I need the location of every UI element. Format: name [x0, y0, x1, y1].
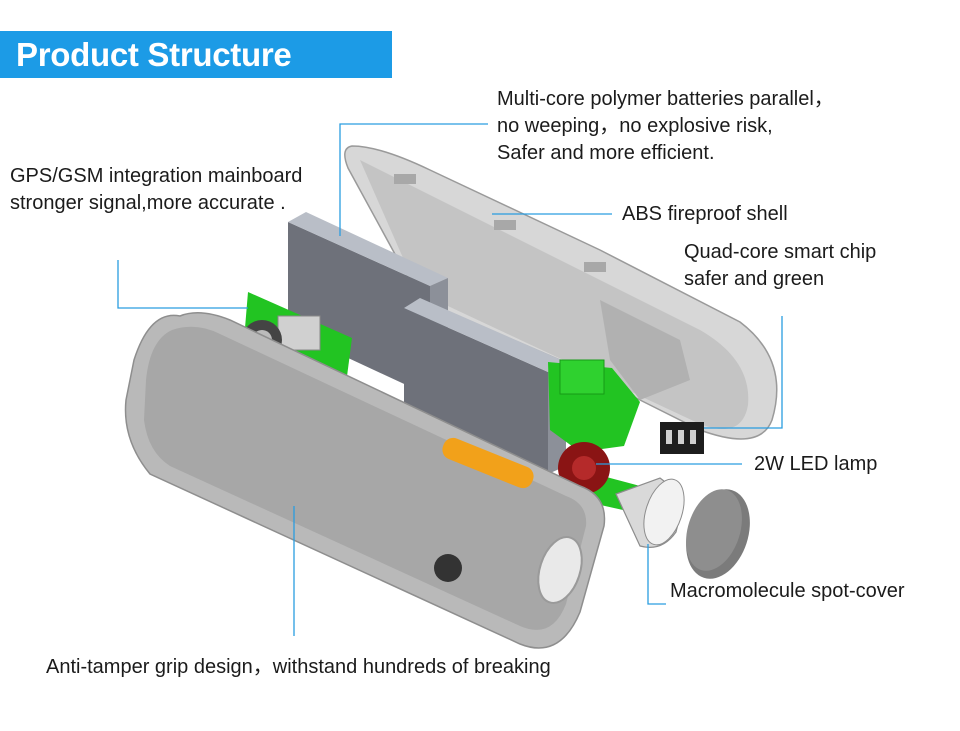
leader-chip [704, 316, 783, 429]
leader-battery [339, 123, 488, 236]
callout-led: 2W LED lamp [754, 453, 878, 475]
leader-mainboard [117, 260, 248, 309]
abs-shell [344, 145, 778, 440]
connector-block [660, 422, 704, 454]
smart-chip-board [548, 359, 704, 512]
callout-mainboard: GPS/GSM integration mainboard stronger s… [10, 165, 303, 214]
spot-cover [686, 489, 750, 579]
callout-chip: Quad-core smart chip safer and green [684, 241, 877, 290]
leader-lines [117, 123, 783, 636]
callout-shell: ABS fireproof shell [622, 203, 788, 225]
grip-shell [124, 312, 606, 649]
page-title: Product Structure [16, 35, 292, 73]
leader-cover [647, 544, 666, 605]
callout-grip: Anti-tamper grip design，withstand hundre… [46, 656, 551, 678]
callout-cover: Macromolecule spot-cover [670, 580, 905, 602]
reflector-cup [615, 477, 685, 548]
callout-battery: Multi-core polymer batteries parallel， n… [497, 88, 834, 164]
title-banner: Product Structure [0, 31, 392, 78]
